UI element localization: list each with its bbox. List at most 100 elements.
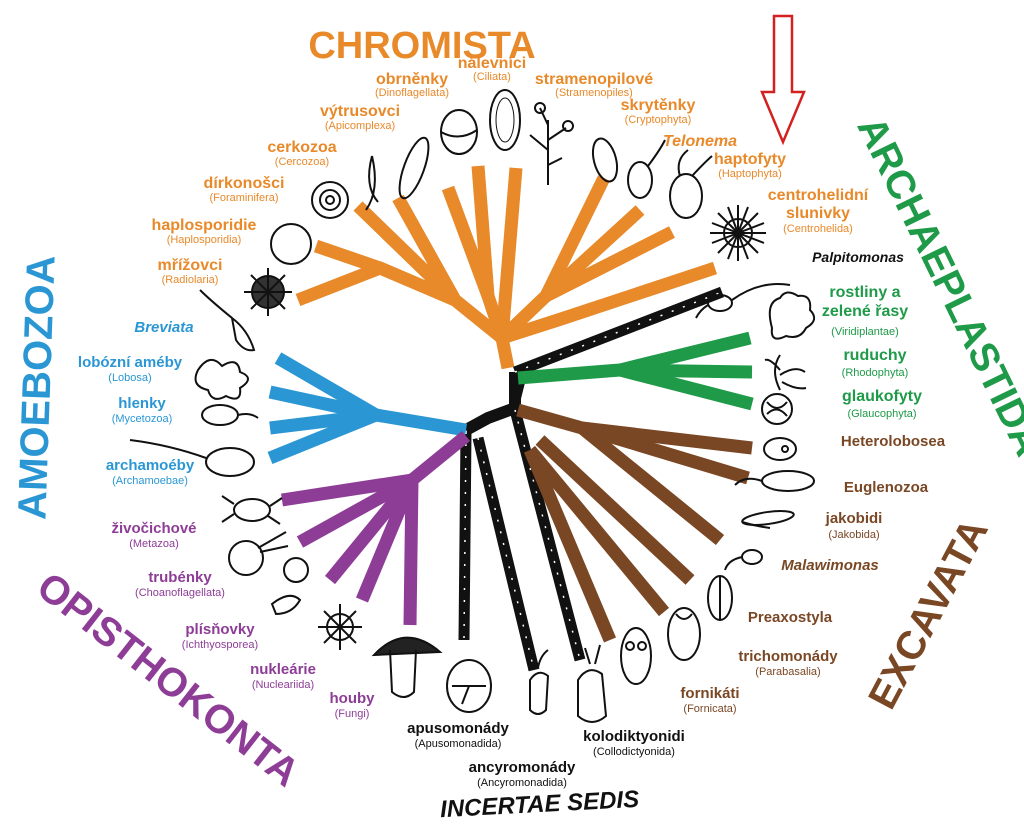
breviata-icon <box>199 289 256 352</box>
taxon-latin: (Glaucophyta) <box>847 408 916 420</box>
taxon-label: zelené řasy <box>822 303 908 320</box>
taxa-amoebozoa: Breviata lobózní améby (Lobosa) hlenky (… <box>78 319 195 487</box>
dinoflagellate-icon <box>440 109 478 155</box>
branches <box>267 165 754 672</box>
red-alga-icon <box>764 354 807 391</box>
taxon-label: haplosporidie <box>152 217 257 234</box>
taxon-label: výtrusovci <box>320 103 400 120</box>
taxon-label: cerkozoa <box>267 139 336 156</box>
apicomplexa-icon <box>398 136 430 200</box>
taxon-latin: (Archamoebae) <box>112 475 188 487</box>
preaxostyla-icon <box>707 575 733 621</box>
centrohelid-icon <box>710 205 766 261</box>
root-trunk <box>463 372 526 436</box>
taxa-opisthokonta: živočichové (Metazoa) trubénky (Choanofl… <box>111 520 375 720</box>
euglenozoa-icon <box>734 470 815 492</box>
taxon-latin: (Stramenopiles) <box>555 87 633 99</box>
taxon-latin: (Lobosa) <box>108 372 151 384</box>
supergroup-incertae-sedis: INCERTAE SEDIS <box>439 786 639 823</box>
supergroup-amoebozoa: AMOEBOZOA <box>10 255 63 521</box>
taxon-label: Palpitomonas <box>812 249 904 265</box>
trichomonad-icon <box>667 607 701 661</box>
taxon-label: Breviata <box>134 319 193 336</box>
cryptophyte-icon <box>591 137 619 183</box>
taxon-label: trichomonády <box>738 648 838 665</box>
cercozoa-icon <box>365 155 379 211</box>
lobosa-amoeba-icon <box>194 359 249 400</box>
foraminifera-icon <box>311 181 349 219</box>
taxon-latin: (Haplosporidia) <box>167 234 242 246</box>
mycetozoa-icon <box>201 404 259 426</box>
taxon-label: nukleárie <box>250 661 316 678</box>
taxon-label: houby <box>330 690 376 707</box>
taxon-latin: (Metazoa) <box>129 538 179 550</box>
red-down-arrow <box>760 14 806 146</box>
taxon-latin: (Mycetozoa) <box>112 413 173 425</box>
collodictyon-icon <box>577 644 608 723</box>
branches-chromista <box>295 165 718 370</box>
branches-opisthokonta <box>281 430 471 626</box>
metazoa-beetle-icon <box>221 495 283 525</box>
taxa-chromista: nálevníci (Ciliata) obrněnky (Dinoflagel… <box>152 55 869 286</box>
branches-excavata <box>516 403 753 643</box>
taxon-latin: (Fornicata) <box>683 703 736 715</box>
malawimonas-icon <box>724 549 763 571</box>
taxon-latin: (Haptophyta) <box>718 168 782 180</box>
choanoflagellate-icon <box>228 531 289 576</box>
heterolobosea-icon <box>763 437 797 461</box>
taxon-latin: (Cryptophyta) <box>625 114 692 126</box>
taxon-label: ancyromonády <box>469 759 576 776</box>
taxon-label: Telonema <box>663 133 737 150</box>
taxon-label: glaukofyty <box>842 388 922 405</box>
nuclearia-icon <box>318 604 362 650</box>
taxa-incertae: Palpitomonas apusomonády (Apusomonadida)… <box>407 249 904 789</box>
taxon-latin: (Rhodophyta) <box>842 367 909 379</box>
haplosporidia-icon <box>270 223 312 265</box>
taxon-latin: (Nucleariida) <box>252 679 314 691</box>
taxon-latin: (Centrohelida) <box>783 223 853 235</box>
taxon-label: Heterolobosea <box>841 433 946 450</box>
taxa-excavata: Heterolobosea Euglenozoa jakobidi (Jakob… <box>680 433 945 715</box>
branches-amoebozoa <box>267 352 468 465</box>
taxon-label: Preaxostyla <box>748 609 833 626</box>
green-alga-icon <box>768 291 816 340</box>
telonema-icon <box>627 139 666 199</box>
ciliate-icon <box>489 89 521 151</box>
organism-sketches <box>129 89 816 723</box>
taxon-latin: (Viridiplantae) <box>831 326 899 338</box>
taxon-latin: (Ichthyosporea) <box>182 639 258 651</box>
taxon-label: apusomonády <box>407 720 509 737</box>
taxon-label: hlenky <box>118 395 166 412</box>
taxon-label: lobózní améby <box>78 354 183 371</box>
palpitomonas-icon <box>695 283 791 319</box>
taxon-label: rostliny a <box>829 284 900 301</box>
ichthyosporea-icon <box>270 557 309 616</box>
taxon-label: jakobidi <box>825 510 883 527</box>
ancyromonad-icon <box>529 649 550 715</box>
taxon-label: centrohelidní <box>768 187 869 204</box>
taxon-label: archamoéby <box>106 457 195 474</box>
taxon-latin: (Cercozoa) <box>275 156 329 168</box>
taxon-latin: (Ancyromonadida) <box>477 777 567 789</box>
taxon-latin: (Dinoflagellata) <box>375 87 449 99</box>
taxon-latin: (Radiolaria) <box>162 274 219 286</box>
glaucophyte-icon <box>761 393 793 425</box>
taxon-label: skrytěnky <box>621 97 696 114</box>
taxon-label: nálevníci <box>458 55 526 72</box>
taxa-archaeplastida: rostliny a zelené řasy (Viridiplantae) r… <box>822 284 922 420</box>
taxon-latin: (Ciliata) <box>473 71 511 83</box>
taxon-label: dírkonošci <box>204 175 285 192</box>
branches-incertae <box>458 286 724 672</box>
archamoeba-icon <box>129 439 255 477</box>
taxon-latin: (Collodictyonida) <box>593 746 675 758</box>
taxon-label: haptofyty <box>714 151 786 168</box>
taxon-label: Euglenozoa <box>844 479 929 496</box>
branches-archaeplastida <box>517 331 754 411</box>
taxon-label: slunivky <box>786 205 850 222</box>
taxon-label: plísňovky <box>185 621 255 638</box>
taxon-latin: (Foraminifera) <box>209 192 278 204</box>
taxon-label: fornikáti <box>680 685 739 702</box>
branch-dashes <box>463 291 723 671</box>
taxon-label: mřížovci <box>158 257 223 274</box>
